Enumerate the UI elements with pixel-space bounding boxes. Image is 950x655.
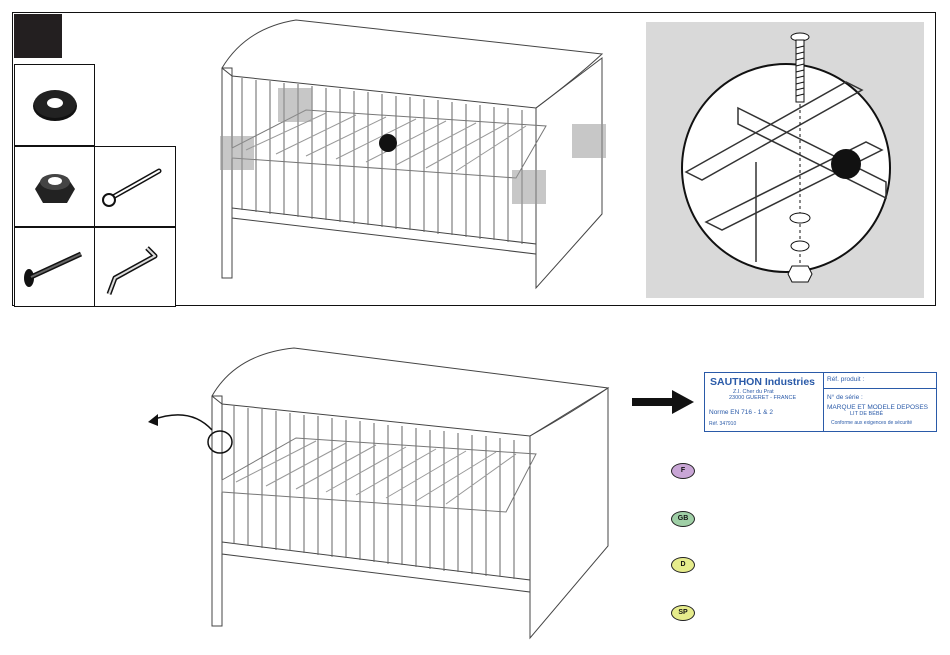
label-conforme: Conforme aux exigences de sécurité [831, 420, 912, 426]
label-company: SAUTHON Industries [710, 376, 815, 388]
part-cell-allen-key [94, 227, 176, 307]
product-label: SAUTHON Industries Z.I. Cher du Prat 230… [704, 372, 937, 432]
label-marque-1: MARQUE ET MODELE DEPOSES [827, 404, 928, 411]
part-cell-washer [14, 64, 95, 146]
part-cell-nut [14, 146, 95, 227]
lang-badge-f: F [671, 463, 695, 479]
label-ref-code: Réf. 347910 [709, 421, 736, 427]
right-arrow-icon [632, 390, 696, 414]
label-serie: N° de série : [827, 394, 863, 401]
label-address-2: 23000 GUERET - FRANCE [729, 395, 796, 401]
label-ref-produit: Réf. produit : [827, 376, 864, 383]
label-divider-h [823, 388, 936, 389]
marker-dot [379, 134, 397, 152]
step-number-square [14, 14, 62, 58]
detail-zoom-panel [646, 22, 924, 298]
detail-zoom-drawing [646, 22, 924, 298]
part-cell-spanner [94, 146, 176, 227]
lang-badge-sp: SP [671, 605, 695, 621]
crib-left-end [222, 68, 232, 278]
washer-icon [15, 65, 94, 145]
lang-badge-d: D [671, 557, 695, 573]
curved-arrow-icon [140, 398, 220, 438]
crib-drawing-top [216, 18, 610, 304]
crib-drawing-bottom [206, 346, 618, 646]
part-cell-bolt [14, 227, 95, 307]
label-divider [823, 373, 824, 432]
allen-key-icon [95, 228, 175, 306]
lock-nut-icon [15, 147, 94, 226]
spanner-icon [95, 147, 175, 226]
detail-marker-dot [831, 149, 861, 179]
label-norme: Norme EN 716 - 1 & 2 [709, 409, 773, 416]
lang-badge-gb: GB [671, 511, 695, 527]
label-marque-2: LIT DE BÉBÉ [850, 411, 883, 417]
bolt-icon [15, 228, 94, 306]
